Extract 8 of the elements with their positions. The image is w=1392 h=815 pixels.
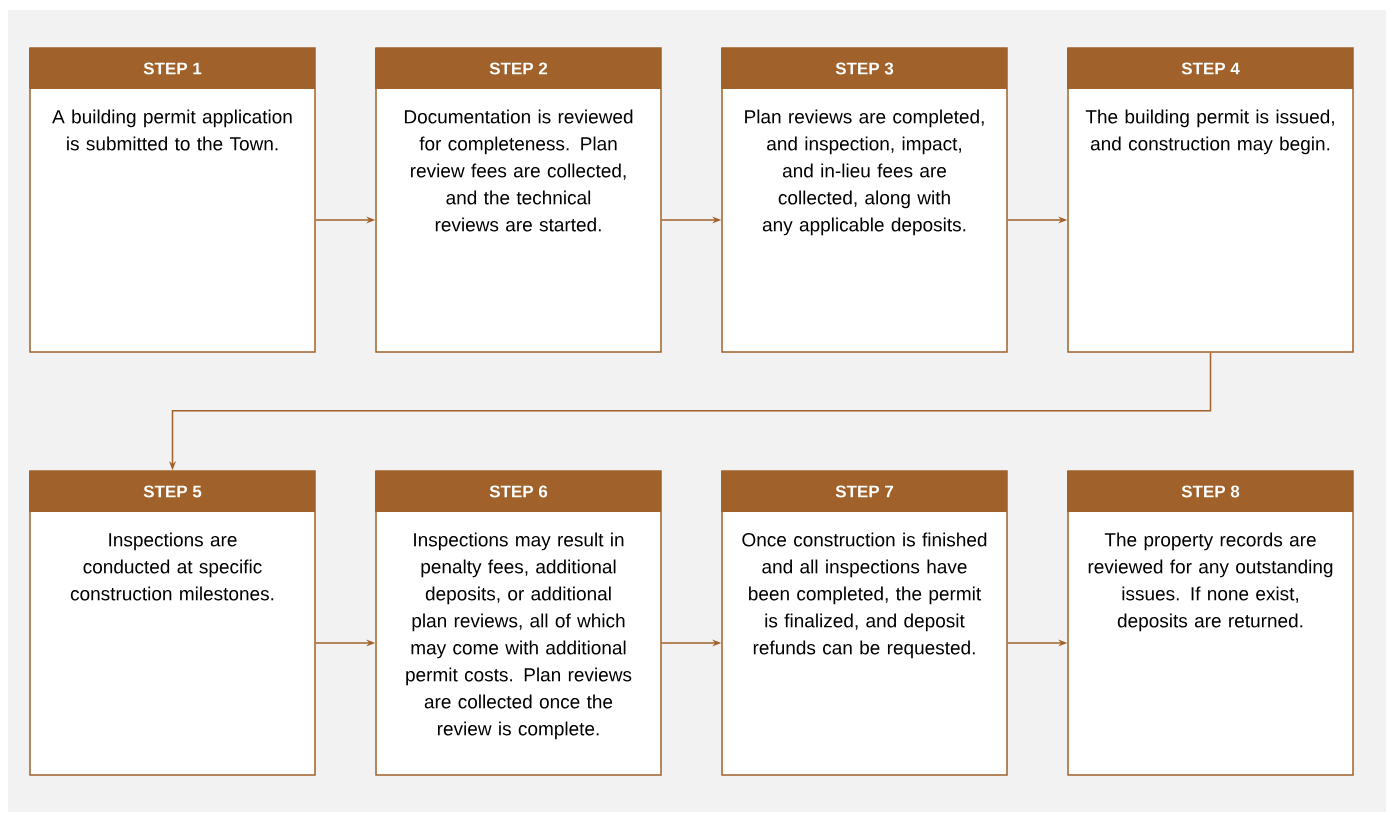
step-box: STEP 1 A building permit application is submitted to the Town. [29,47,316,353]
step-box: STEP 7 Once construction is finished and all inspections have been completed, the permit is finalized, and deposit refunds can be requested. [721,470,1008,776]
step-box: STEP 4 The building permit is issued, and construction may begin. [1067,47,1354,353]
step-box: STEP 3 Plan reviews are completed, and inspection, impact, and in-lieu fees are collected, along with any applicable deposits. [721,47,1008,353]
step-box: STEP 2 Documentation is reviewed for completeness. Plan review fees are collected, and the technical reviews are started. [375,47,662,353]
step-box: STEP 6 Inspections may result in penalty fees, additional deposits, or additional plan reviews, all of which may come with additional permit costs. Plan reviews are collected once the review is complete. [375,470,662,776]
step-box: STEP 5 Inspections are conducted at specific construction milestones. [29,470,316,776]
step-box: STEP 8 The property records are reviewed for any outstanding issues. If none exist, deposits are returned. [1067,470,1354,776]
